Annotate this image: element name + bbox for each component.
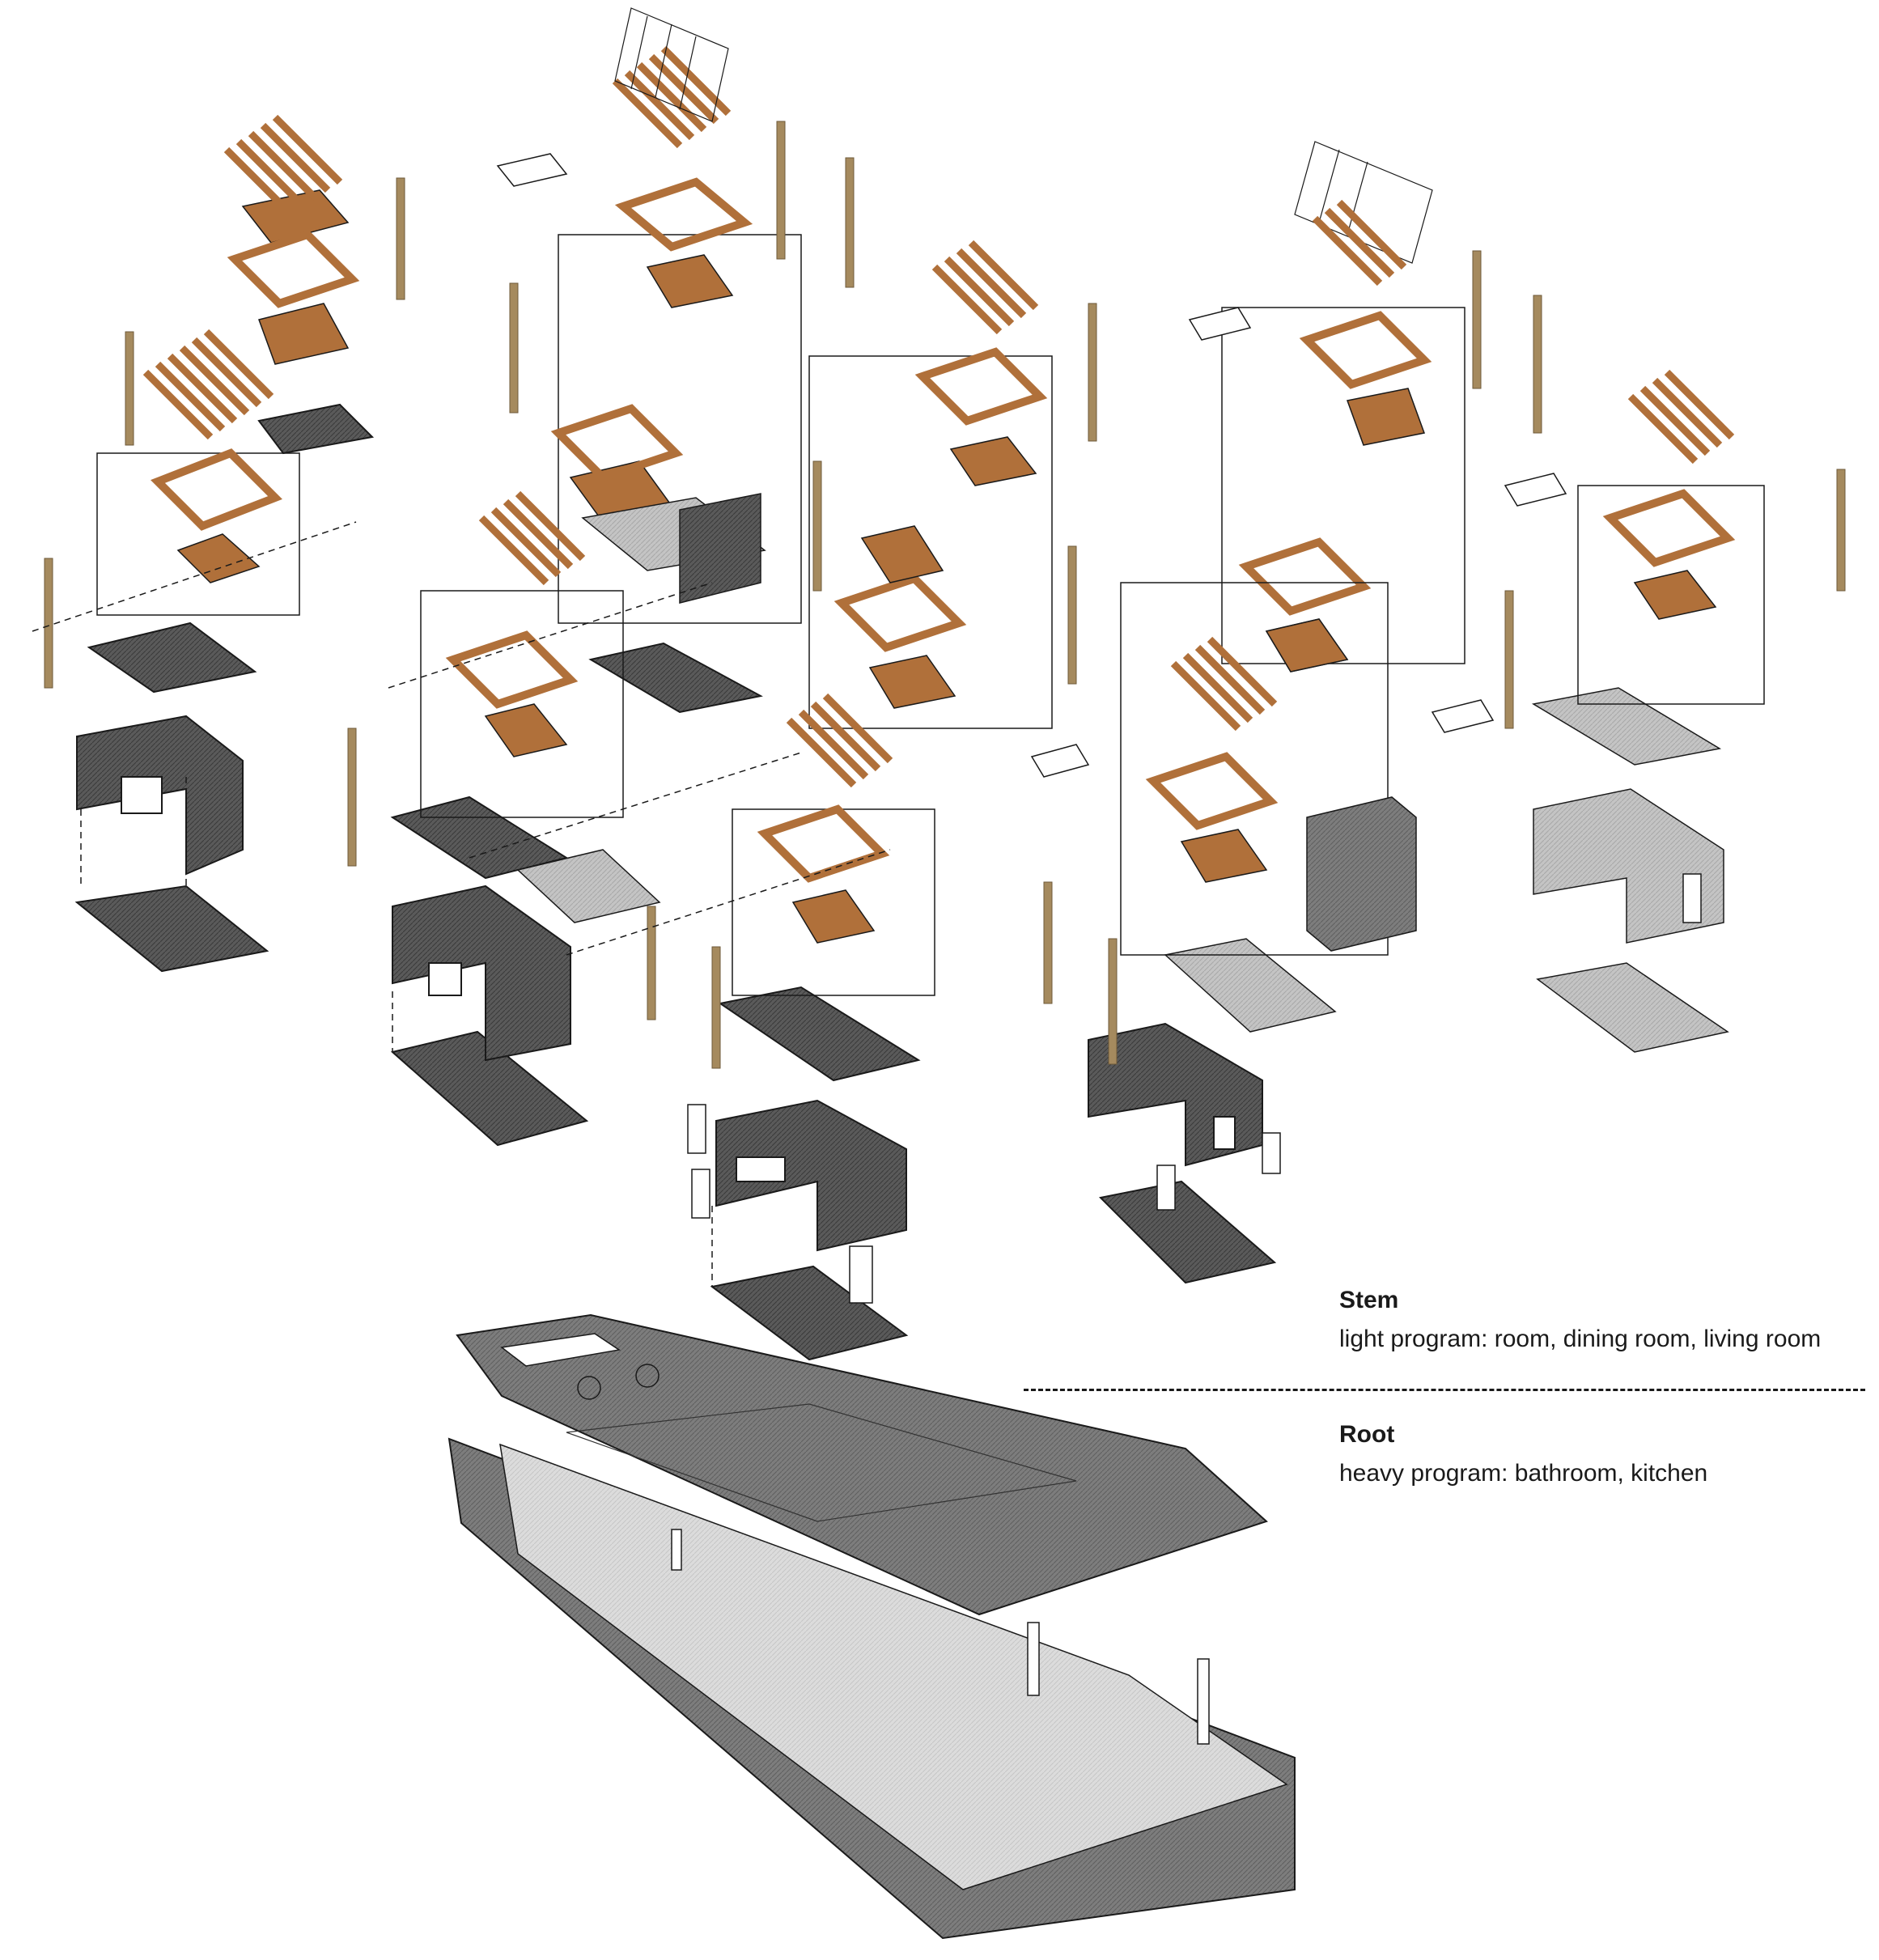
unit-3-window — [428, 962, 462, 996]
stem-unit-3 — [390, 490, 661, 1147]
stem-unit-4 — [808, 240, 1053, 729]
unit-4-deck-lower — [860, 525, 944, 583]
unit-8-frame — [1577, 485, 1765, 705]
unit-7-grey-volume — [1306, 796, 1417, 952]
unit-3-box — [392, 885, 571, 1062]
unit-2-ring-mid — [550, 404, 684, 482]
unit-7-ground — [1098, 1180, 1277, 1284]
unit-5-floor — [718, 986, 921, 1082]
unit-1-roof-rafters — [142, 329, 274, 440]
unit-1-upper-rafters — [223, 114, 343, 218]
unit-5-roof-rafters — [786, 693, 893, 788]
unit-6-frame — [1221, 307, 1465, 664]
unit-7-deck-mid — [1180, 829, 1268, 883]
unit-8-ground — [1536, 962, 1729, 1053]
door-elements — [687, 873, 1702, 1219]
unit-3-ring — [445, 630, 579, 709]
root-base — [447, 1313, 1296, 1940]
unit-1-window — [121, 776, 163, 814]
unit-3-ground — [390, 1030, 589, 1147]
unit-7-window — [1213, 1116, 1236, 1150]
stem-unit-7 — [1088, 582, 1417, 1284]
unit-7-frame — [1120, 582, 1389, 956]
legend-root-description: heavy program: bathroom, kitchen — [1339, 1460, 1708, 1487]
root-base-roof-slab — [456, 1313, 1268, 1616]
unit-7-roof-rafters — [1170, 636, 1278, 732]
unit-7-ring-mid — [1145, 752, 1279, 830]
unit-2-deck-top — [646, 254, 734, 308]
stem-unit-2 — [550, 7, 802, 714]
unit-2-side-wall — [679, 493, 761, 604]
unit-6-deck — [1346, 388, 1426, 446]
legend-root-title: Root — [1339, 1421, 1395, 1448]
unit-5-ground — [710, 1265, 909, 1361]
table-icon — [635, 1364, 660, 1388]
stem-unit-5 — [710, 693, 935, 1361]
unit-1-frame — [96, 452, 300, 616]
unit-1-timber-deck — [176, 533, 261, 583]
unit-7-grey-floor — [1164, 938, 1337, 1033]
table-icon — [577, 1376, 601, 1400]
unit-1-upper-floor — [257, 403, 375, 455]
root-base-floor — [499, 1443, 1288, 1890]
stem-unit-8 — [1531, 369, 1765, 1053]
root-base-partition — [1197, 1658, 1210, 1745]
unit-1-ground-slab — [74, 885, 269, 973]
legend-root: Root heavy program: bathroom, kitchen — [1339, 1421, 1707, 1487]
unit-6-ring-mid — [1238, 537, 1372, 616]
unit-4-ring-mid — [833, 574, 967, 652]
unit-2-dark-floor — [588, 642, 763, 714]
unit-3-side-slab — [516, 849, 661, 923]
unit-2-roof-glazing — [614, 7, 729, 122]
unit-5-ring — [757, 804, 890, 883]
unit-1-upper-ring — [227, 230, 360, 308]
unit-8-roof-rafters — [1627, 369, 1735, 465]
legend-stem-title: Stem — [1339, 1287, 1399, 1313]
unit-4-roof-rafters — [931, 240, 1039, 335]
unit-4-deck-top — [949, 436, 1037, 486]
legend-divider — [1024, 1389, 1865, 1391]
unit-2-roof-rafters — [612, 45, 732, 149]
unit-1-floor-slab — [87, 622, 257, 694]
legend-stem: Stem light program: room, dining room, l… — [1339, 1287, 1821, 1353]
root-base-plan-lines — [566, 1403, 1077, 1522]
unit-8-deck — [1633, 570, 1717, 620]
unit-4-deck-mid — [868, 655, 956, 709]
unit-5-door — [849, 1245, 873, 1304]
unit-3-deck — [484, 703, 568, 757]
unit-6-roof-rafters — [1312, 199, 1407, 286]
unit-1-box-dark — [76, 715, 244, 876]
root-base-partition — [1027, 1622, 1040, 1696]
stem-unit-1 — [74, 114, 375, 973]
unit-4-ring-top — [914, 347, 1048, 426]
unit-5-deck — [791, 889, 876, 944]
unit-5-window — [736, 1156, 786, 1182]
unit-5-box — [715, 1099, 907, 1252]
timber-posts — [44, 121, 1846, 1069]
unit-3-roof-rafters — [478, 490, 586, 586]
unit-1-upper-deck-2 — [258, 303, 350, 365]
unit-1-timber-ring — [151, 448, 282, 531]
unit-8-ring — [1602, 489, 1736, 567]
stem-unit-6 — [1221, 141, 1465, 672]
unit-3-frame — [420, 590, 624, 818]
unit-8-floor — [1531, 687, 1722, 766]
legend-stem-description: light program: room, dining room, living… — [1339, 1326, 1822, 1352]
unit-6-ring — [1299, 311, 1432, 389]
unit-8-box — [1533, 788, 1724, 944]
root-base-roof-opening — [500, 1333, 621, 1367]
unit-6-roof-glazing — [1294, 141, 1433, 264]
dashed-guides — [32, 521, 891, 1287]
small-outline-elements — [496, 153, 1567, 778]
unit-7-deck-top — [1265, 618, 1349, 672]
root-base-partition — [671, 1529, 682, 1571]
unit-2-ring-top — [614, 177, 753, 252]
